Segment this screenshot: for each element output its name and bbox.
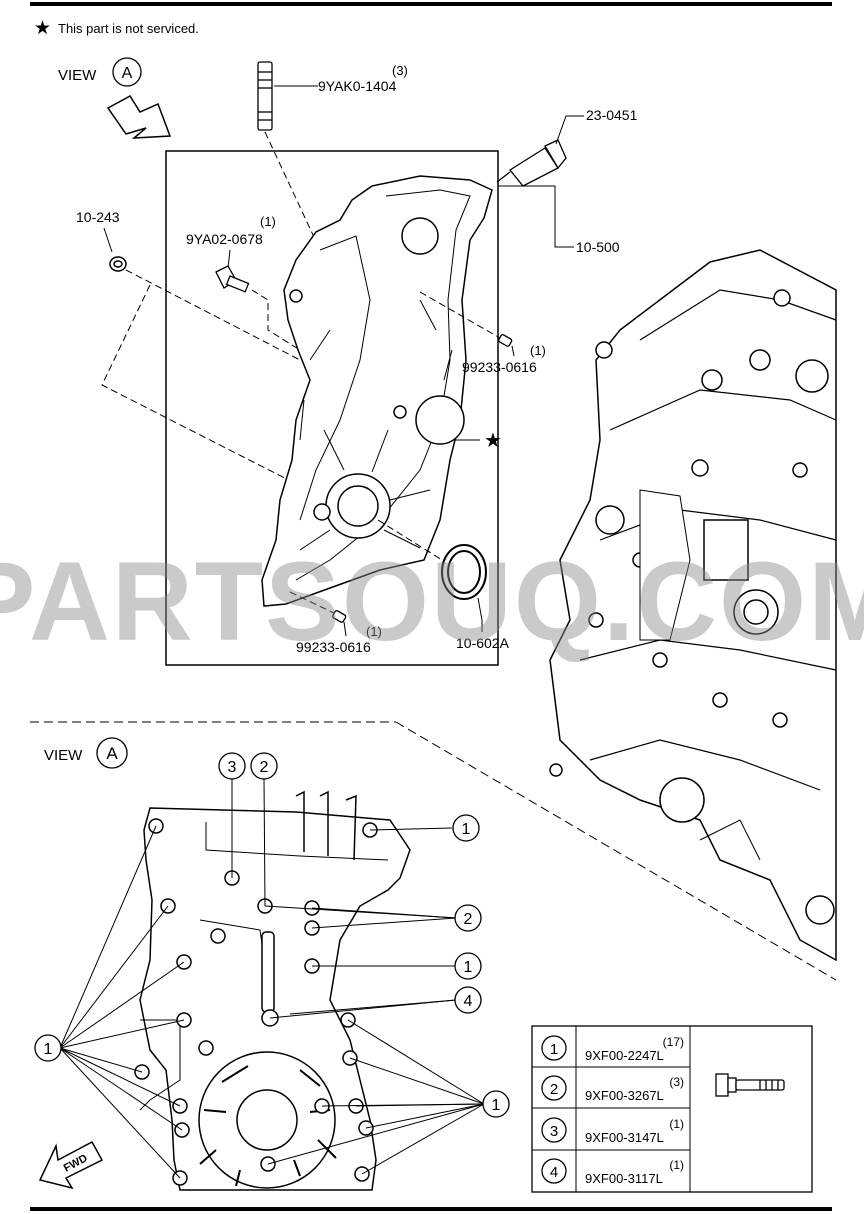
- leader-pin-bottom: [343, 621, 347, 637]
- callout-1-right-mid-text: 1: [464, 959, 473, 976]
- table-row-code: 9XF00-3147L: [585, 1130, 664, 1145]
- callout-2-right: 2: [454, 904, 482, 932]
- leader-seal-ring: [103, 227, 113, 253]
- pin-bottom-code: 99233-0616: [296, 639, 371, 655]
- watermark: PARTSOUQ.COM: [0, 539, 864, 664]
- engine-block-drawing: [549, 249, 837, 962]
- table-row-qty: (3): [669, 1075, 684, 1089]
- oil-seal-code: 10-602A: [456, 635, 510, 651]
- callout-1-right-bottom: 1: [482, 1090, 510, 1118]
- table-row-code: 9XF00-2247L: [585, 1048, 664, 1063]
- sealant-code: 23-0451: [586, 107, 638, 123]
- dash-seal-ring: [125, 269, 301, 361]
- stud-part: [257, 61, 273, 131]
- callout-3: 3: [218, 752, 246, 780]
- view-circle-bottom: [96, 737, 128, 769]
- view-letter-top: A: [122, 65, 133, 82]
- bolt-top-qty: (1): [260, 214, 276, 229]
- callout-leaders: [59, 776, 485, 1179]
- view-label-top: VIEW: [58, 67, 97, 84]
- callout-1-right-mid: 1: [454, 952, 482, 980]
- leader-pin-right: [511, 345, 515, 357]
- section-divider-diagonal: [395, 721, 837, 981]
- table-row-num: 1: [550, 1041, 558, 1058]
- table-row-code: 9XF00-3267L: [585, 1088, 664, 1103]
- view-letter-bottom: A: [106, 744, 118, 763]
- not-serviced-star-icon: ★: [484, 430, 502, 452]
- callout-1-left-text: 1: [44, 1041, 53, 1058]
- table-row: 3 (1) 9XF00-3147L: [541, 1117, 684, 1145]
- callout-2-top: 2: [250, 752, 278, 780]
- cover-box: [165, 150, 499, 666]
- seal-ring-code: 10-243: [76, 209, 120, 225]
- callout-4-text: 4: [464, 993, 473, 1010]
- leader-bolt-top: [227, 249, 231, 269]
- table-row-qty: (17): [663, 1035, 684, 1049]
- dash-bolt-top: [251, 289, 301, 351]
- pin-bottom-part: [332, 610, 347, 623]
- table-row-num: 4: [550, 1164, 558, 1181]
- bolt-top-code: 9YA02-0678: [186, 231, 263, 247]
- leader-sealant: [555, 115, 584, 145]
- pin-bottom-qty: (1): [366, 624, 382, 639]
- callout-1-right-bottom-text: 1: [492, 1097, 501, 1114]
- stud-code: 9YAK0-1404: [318, 78, 397, 94]
- callout-3-text: 3: [228, 759, 237, 776]
- table-row-qty: (1): [669, 1158, 684, 1172]
- table-row-code: 9XF00-3117L: [585, 1171, 663, 1186]
- table-row: 2 (3) 9XF00-3267L: [541, 1075, 684, 1103]
- dash-stud: [264, 131, 321, 251]
- pin-right-qty: (1): [530, 343, 546, 358]
- table-row-num: 3: [550, 1123, 558, 1140]
- view-circle-top: [112, 57, 142, 87]
- front-cover-view: [139, 790, 411, 1191]
- view-label-bottom: VIEW: [44, 747, 83, 764]
- dash-pin-right: [419, 291, 501, 339]
- table-row: 1 (17) 9XF00-2247L: [541, 1035, 684, 1063]
- callout-1-right-top: 1: [452, 814, 480, 842]
- note-text: This part is not serviced.: [58, 21, 199, 36]
- table-row-qty: (1): [669, 1117, 684, 1131]
- bolt-top-part: [215, 265, 250, 293]
- dash-pin-bottom: [289, 591, 337, 615]
- table-row: 4 (1) 9XF00-3117L: [541, 1158, 684, 1186]
- bolt-icon: [715, 1073, 785, 1097]
- table-row-num: 2: [550, 1081, 558, 1098]
- sealant-tube-part: [496, 139, 567, 187]
- pin-right-code: 99233-0616: [462, 359, 537, 375]
- view-arrow-icon: [106, 95, 172, 139]
- leader-oil-seal: [477, 597, 483, 632]
- leader-cover: [498, 185, 574, 248]
- callout-1-left: 1: [34, 1034, 62, 1062]
- callout-2-top-text: 2: [260, 759, 269, 776]
- oil-seal-part: [441, 544, 487, 600]
- seal-ring-part: [109, 256, 127, 272]
- stud-qty: (3): [392, 63, 408, 78]
- bottom-border: [30, 1207, 832, 1211]
- fwd-arrow-icon: FWD: [38, 1140, 104, 1190]
- callout-4: 4: [454, 986, 482, 1014]
- callout-1-right-top-text: 1: [462, 821, 471, 838]
- top-border: [30, 2, 832, 6]
- timing-cover-part: [261, 175, 493, 607]
- callout-2-right-text: 2: [464, 911, 473, 928]
- pin-right-part: [498, 334, 513, 347]
- parts-table: 1 (17) 9XF00-2247L 2 (3) 9XF00-3267L 3 (…: [531, 1025, 813, 1193]
- dash-oil-seal: [377, 519, 443, 561]
- cover-code: 10-500: [576, 239, 620, 255]
- note-star-icon: ★: [34, 18, 51, 39]
